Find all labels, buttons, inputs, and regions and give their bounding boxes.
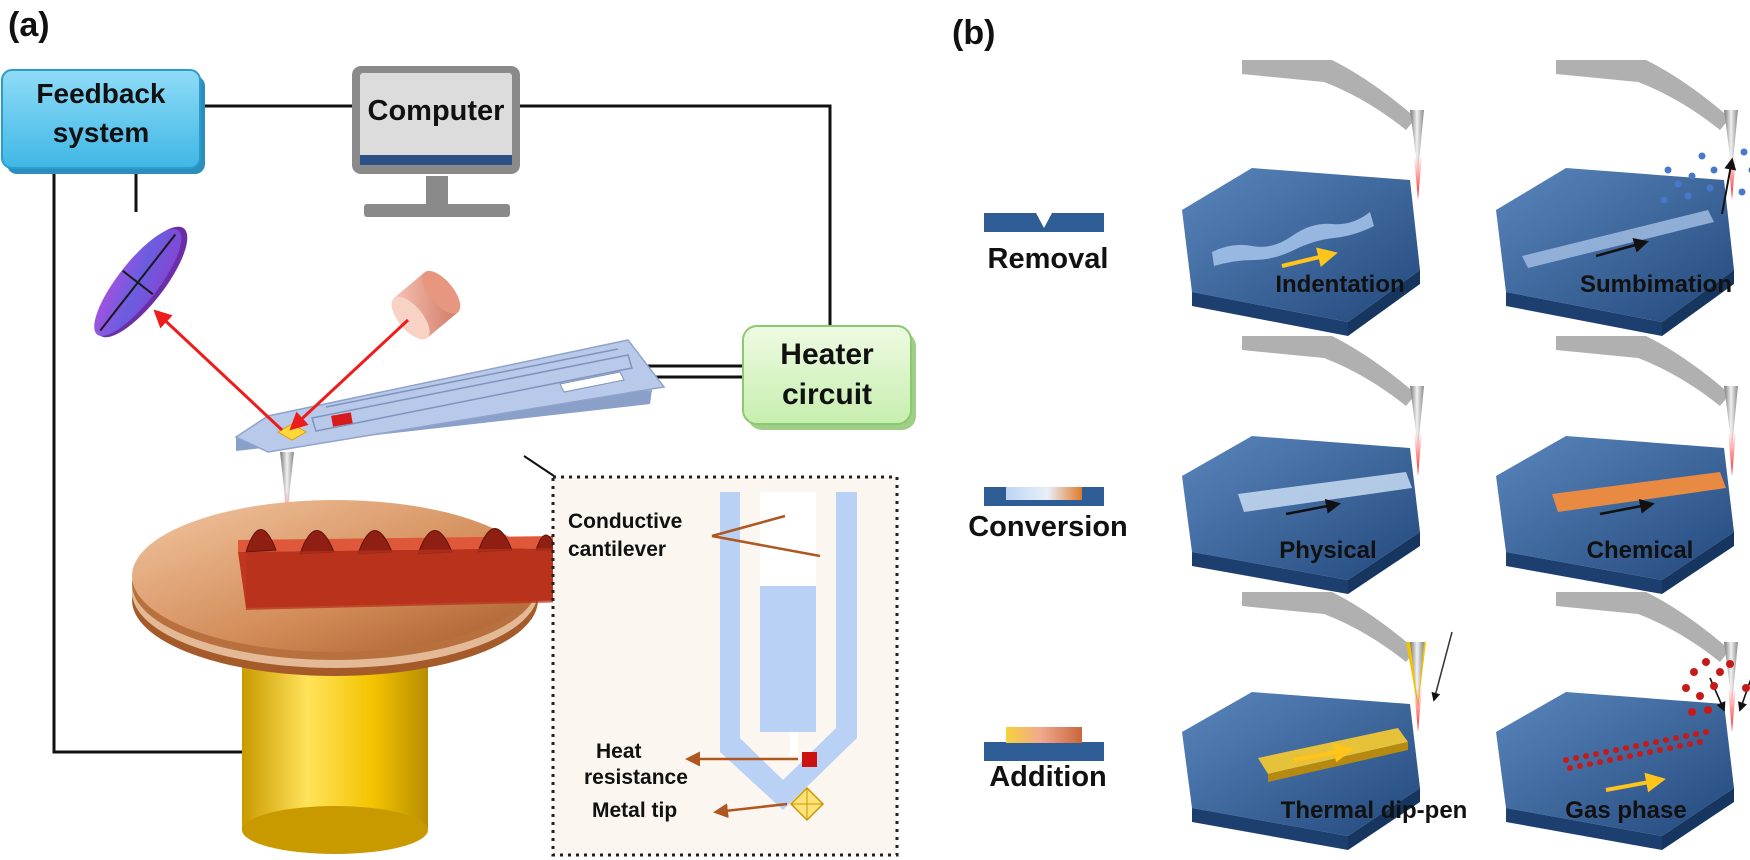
tile-label-physical: Physical (1279, 537, 1376, 564)
laser-beams (153, 309, 410, 432)
tile-thermal-dip-pen (1182, 592, 1453, 850)
tile-chemical (1496, 336, 1738, 594)
tile-label-sumbimation: Sumbimation (1580, 271, 1732, 298)
conductive-label-line2: cantilever (568, 538, 666, 561)
laser-source (391, 270, 461, 340)
computer-monitor: Computer (352, 66, 520, 217)
panel-b-label: (b) (952, 14, 995, 52)
tile-label-gas-phase: Gas phase (1565, 797, 1686, 824)
tile-sublimation (1496, 60, 1750, 336)
addition-icon (984, 727, 1104, 761)
computer-label: Computer (368, 95, 505, 127)
tile-gas-phase (1496, 592, 1750, 850)
category-removal: Removal (988, 243, 1109, 275)
tile-physical (1182, 336, 1424, 594)
feedback-label-line2: system (53, 117, 150, 148)
heater-label-line1: Heater (780, 338, 874, 371)
removal-icon (984, 213, 1104, 232)
patterned-sample (238, 528, 572, 610)
heat-label-line2: resistance (584, 766, 688, 789)
cantilever-inset: Conductive cantilever Heat resistance Me… (523, 455, 899, 857)
conductive-label-line1: Conductive (568, 510, 682, 533)
conversion-icon (984, 487, 1104, 506)
panel-a-label: (a) (8, 6, 50, 44)
tile-indentation (1182, 60, 1424, 336)
category-conversion: Conversion (968, 511, 1128, 543)
feedback-system-box: Feedback system (1, 69, 205, 174)
cantilever-chip (234, 339, 666, 453)
heat-label-line1: Heat (596, 740, 642, 763)
wiring (52, 104, 832, 754)
heater-label-line2: circuit (782, 378, 872, 411)
feedback-label-line1: Feedback (36, 78, 166, 109)
heater-circuit-box: Heater circuit (742, 325, 916, 430)
photodetector-lens (94, 226, 188, 338)
tile-label-indentation: Indentation (1275, 271, 1404, 298)
tile-label-chemical: Chemical (1587, 537, 1694, 564)
category-addition: Addition (989, 761, 1107, 793)
metal-tip-label: Metal tip (592, 799, 677, 822)
tile-label-thermal-dip-pen: Thermal dip-pen (1281, 797, 1468, 824)
